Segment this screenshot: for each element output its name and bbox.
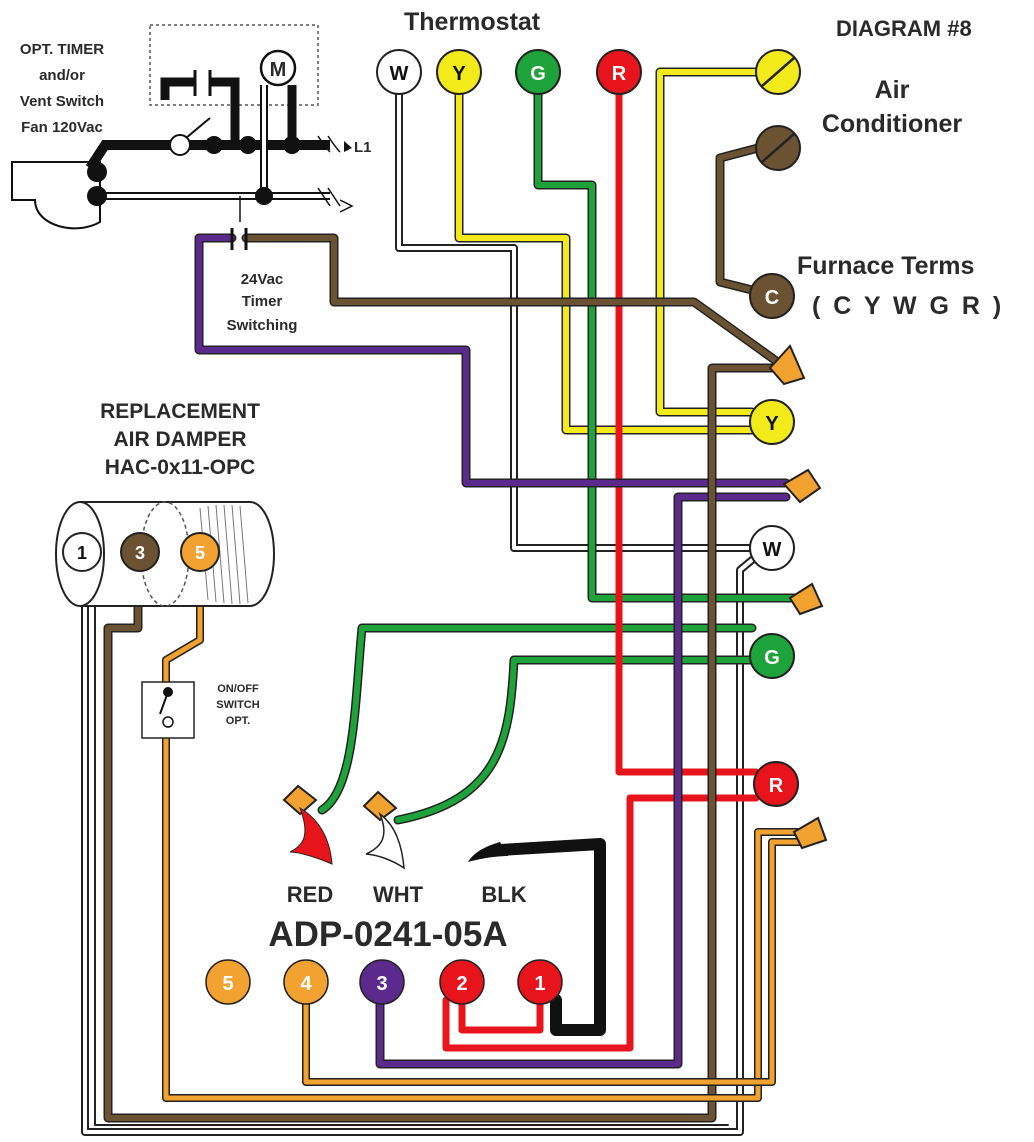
timer-label-line4: Fan 120Vac [21,119,103,136]
svg-text:Y: Y [765,413,779,435]
wire-nut-white-lead [362,790,398,822]
timer-block: M [11,24,354,250]
wire-red-jumper [458,996,544,1034]
lead-white [365,811,405,870]
timer-switching-line1: 24Vac [241,271,284,288]
svg-text:G: G [764,647,780,669]
ac-screw-brown [755,125,801,171]
svg-text:Y: Y [452,63,466,85]
furnace-terminals: C Y W G R [749,273,799,807]
damper-terminal-1: 1 [62,532,102,572]
wire-nuts [282,344,828,850]
furnace-label: Furnace Terms [797,252,974,280]
wire-red-adapter [442,794,760,1052]
thermostat-terminal-g: G [515,49,561,95]
thermostat-label: Thermostat [404,8,541,36]
wire-nut-brown [768,344,806,386]
timer-label-line3: Vent Switch [20,93,104,110]
timer-switching-line2: Timer [242,293,283,310]
wire-nut-red-lead [282,784,318,816]
adapter-terminal-4: 4 [283,959,329,1005]
wire-nut-purple [782,468,822,504]
supply-label: L1 [354,139,372,156]
adapter-terminal-2: 2 [439,959,485,1005]
damper-body [80,501,275,607]
wire-yellow-ac [655,67,763,417]
motor-label: M [270,59,287,81]
wires [81,67,808,1136]
damper-terminal-5: 5 [180,532,220,572]
furnace-terminal-y: Y [749,399,795,445]
wire-green-red-lead [317,623,757,815]
adapter-terminal-5: 5 [205,959,251,1005]
svg-text:1: 1 [77,543,87,563]
furnace-terminal-c: C [749,273,795,319]
timer-switching-line3: Switching [227,317,298,334]
fan-housing [11,161,101,230]
ac-label-line1: Air [875,76,910,104]
adapter-model: ADP-0241-05A [268,915,507,954]
svg-text:R: R [612,63,627,85]
ac-terminals [755,49,801,171]
svg-text:5: 5 [195,543,205,563]
wire-nut-green [788,582,824,616]
wire-black-lead [494,838,606,1036]
switch-label-line1: ON/OFF [217,683,259,695]
adapter-terminal-1: 1 [517,959,563,1005]
thermostat-terminal-r: R [596,49,642,95]
svg-text:1: 1 [534,973,545,995]
timer-label-line2: and/or [39,67,85,84]
damper-label-line1: REPLACEMENT [100,400,260,423]
damper-label-line2: AIR DAMPER [113,428,246,451]
labels: DIAGRAM #8 Thermostat Air Conditioner Fu… [20,8,1004,954]
wire-nut-orange [792,816,828,850]
thermostat-terminal-w: W [376,49,422,95]
ac-screw-yellow [755,49,801,95]
svg-text:W: W [390,63,409,85]
furnace-terminal-w: W [749,525,795,571]
motor-symbol [259,49,297,87]
damper-terminals: 1 3 5 [62,532,220,572]
wire-purple-timer [194,233,791,488]
timer-label-line1: OPT. TIMER [20,41,104,58]
svg-text:W: W [763,539,782,561]
svg-text:G: G [530,63,546,85]
svg-text:3: 3 [135,543,145,563]
adapter-terminal-3: 3 [359,959,405,1005]
thermostat-terminal-y: Y [436,49,482,95]
svg-text:5: 5 [222,973,233,995]
switch-label-line3: OPT. [226,715,250,727]
svg-text:4: 4 [300,973,312,995]
lead-black [468,842,508,862]
svg-text:2: 2 [456,973,467,995]
svg-text:R: R [769,775,784,797]
wire-brown-ac [715,143,763,295]
lead-red [289,806,333,865]
svg-text:3: 3 [376,973,387,995]
switch-label-line2: SWITCH [216,699,259,711]
adapter-terminals: 5 4 3 2 1 [205,959,563,1005]
ac-label-line2: Conditioner [822,110,963,138]
svg-text:C: C [765,287,779,309]
thermostat-terminals: W Y G R [376,49,642,95]
damper-terminal-3: 3 [120,532,160,572]
diagram-title: DIAGRAM #8 [836,16,972,41]
lead-label-black: BLK [481,882,526,907]
furnace-terminal-g: G [749,633,795,679]
furnace-order: ( C Y W G R ) [812,292,1004,320]
onoff-switch [141,681,195,739]
lead-label-white: WHT [373,882,424,907]
adapter-leads [289,806,508,870]
damper-label-line3: HAC-0x11-OPC [105,456,256,479]
lead-label-red: RED [287,882,333,907]
furnace-terminal-r: R [753,761,799,807]
